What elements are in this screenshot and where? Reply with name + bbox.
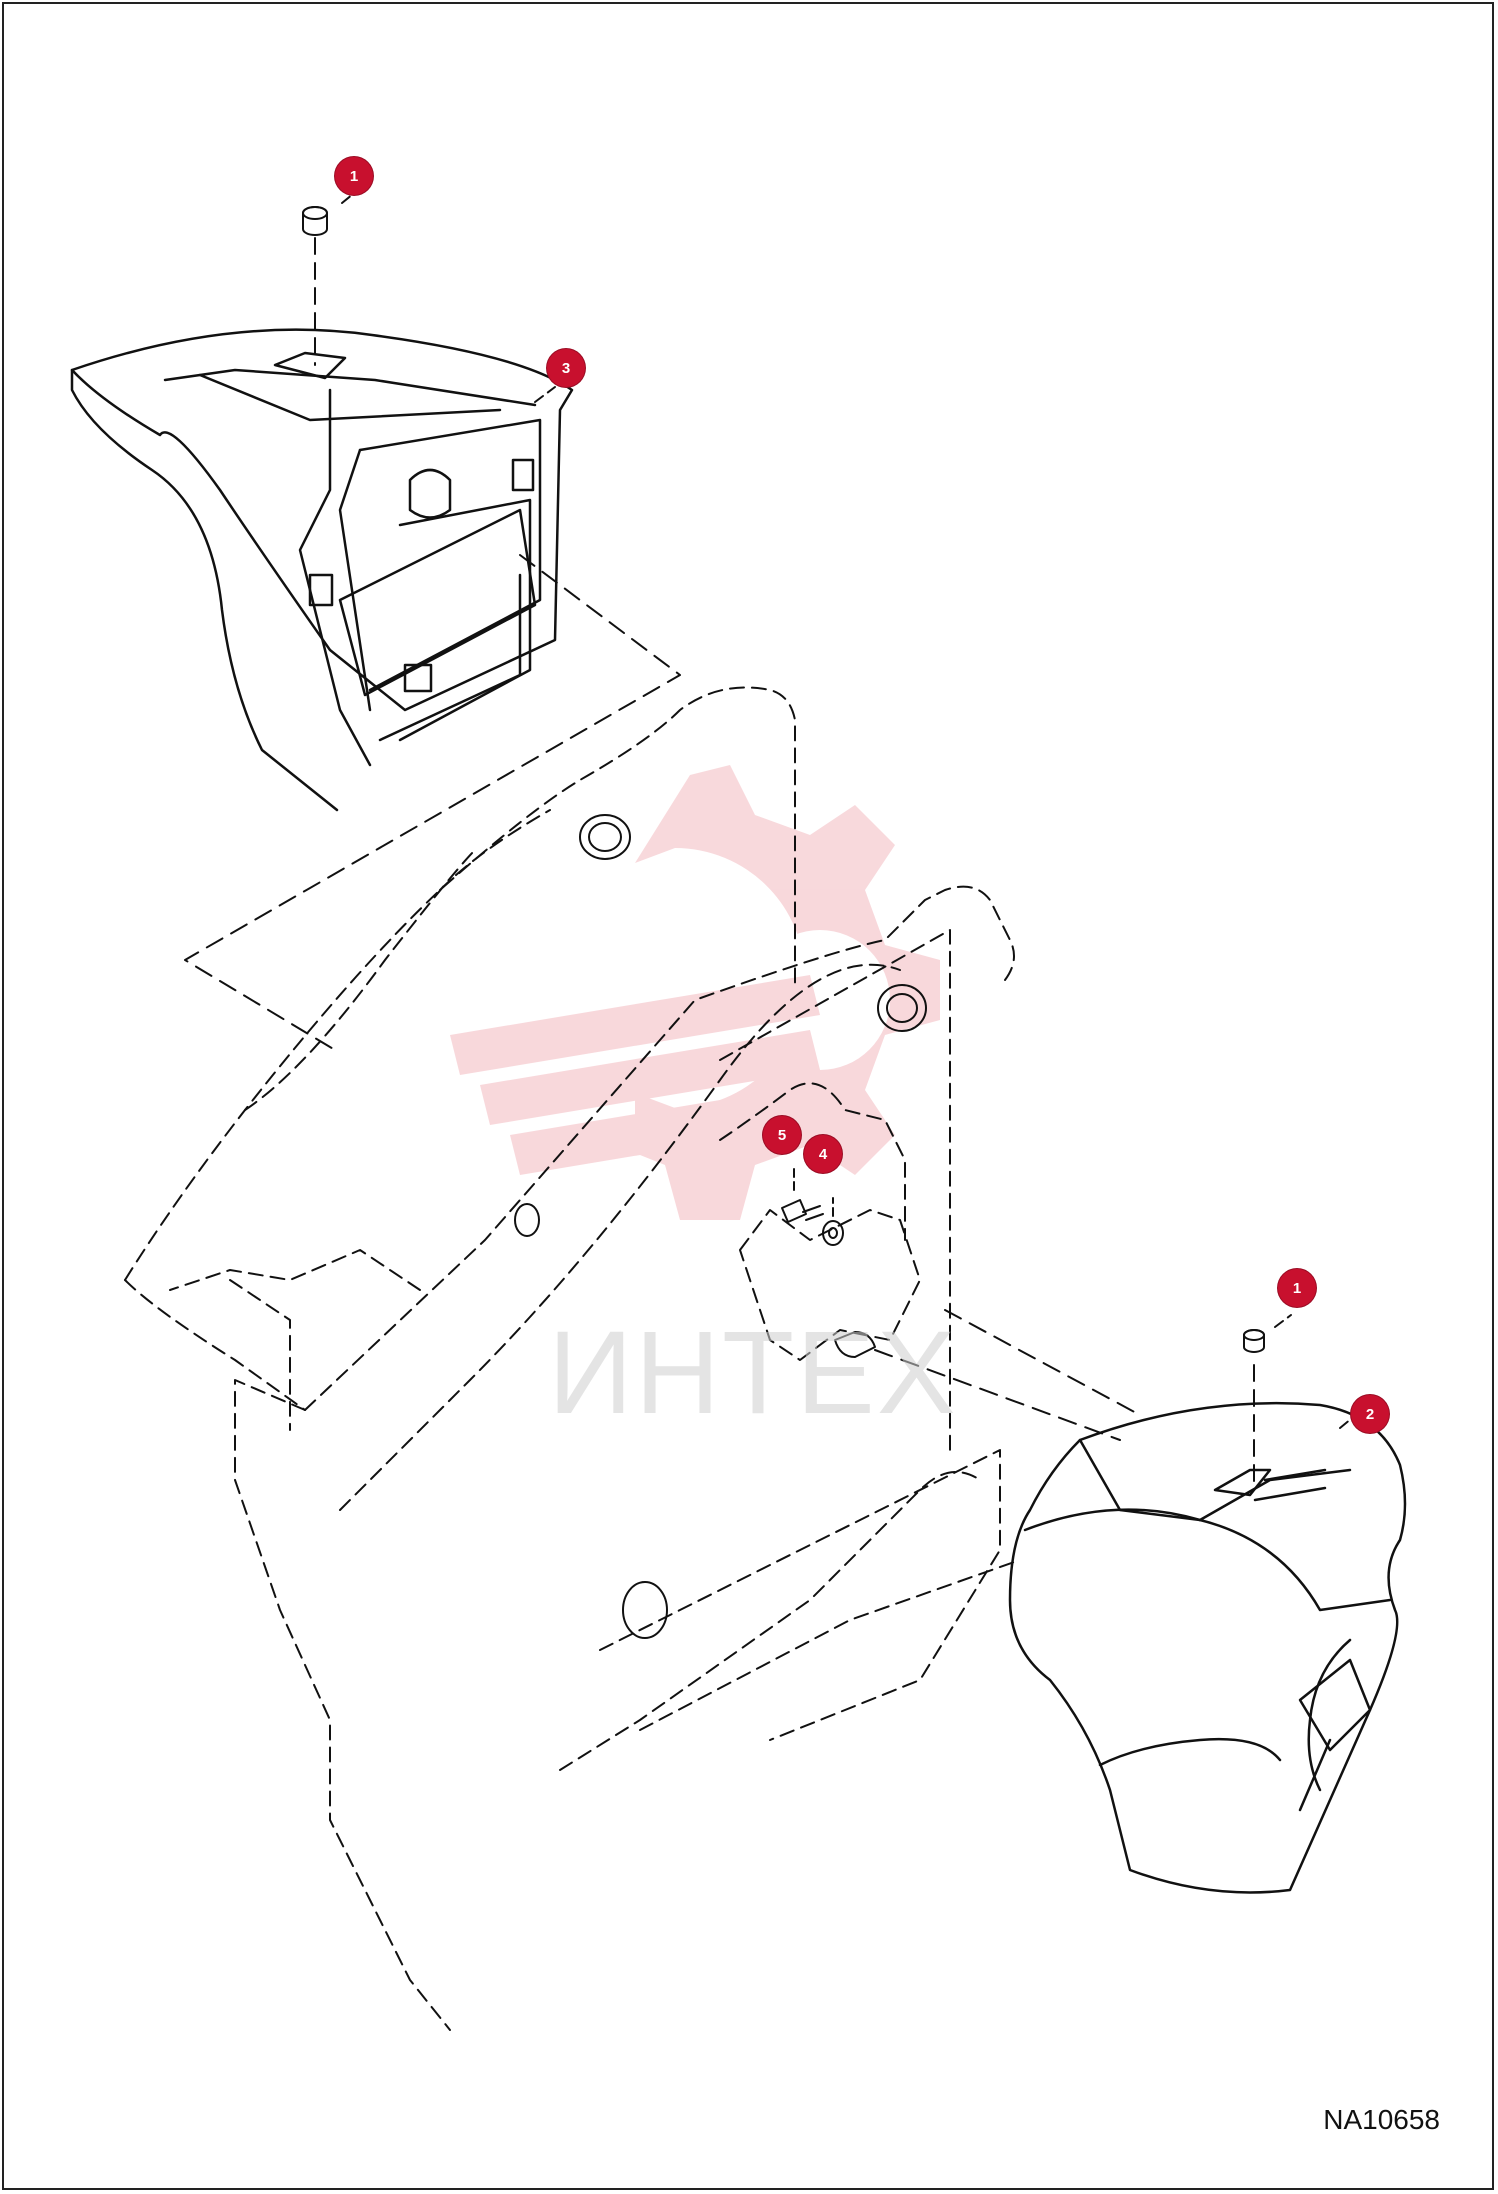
right-fender-part: [1008, 1401, 1407, 1894]
callout-1-right[interactable]: 1: [1278, 1269, 1316, 1307]
callout-1-top[interactable]: 1: [335, 157, 373, 195]
washer-part: [822, 1220, 844, 1246]
left-fender-part: [70, 328, 574, 812]
pin-top: [302, 206, 328, 236]
watermark-text: ИНТЕХ: [548, 1307, 958, 1439]
callout-4[interactable]: 4: [804, 1135, 842, 1173]
watermark-logo: [450, 765, 940, 1220]
callout-2[interactable]: 2: [1351, 1395, 1389, 1433]
callout-5[interactable]: 5: [763, 1116, 801, 1154]
loader-frame: [124, 686, 1021, 2031]
pin-right: [1243, 1329, 1265, 1353]
bolt-part: [781, 1199, 824, 1223]
figure-reference-code: NA10658: [1323, 2104, 1440, 2135]
callout-3[interactable]: 3: [547, 349, 585, 387]
